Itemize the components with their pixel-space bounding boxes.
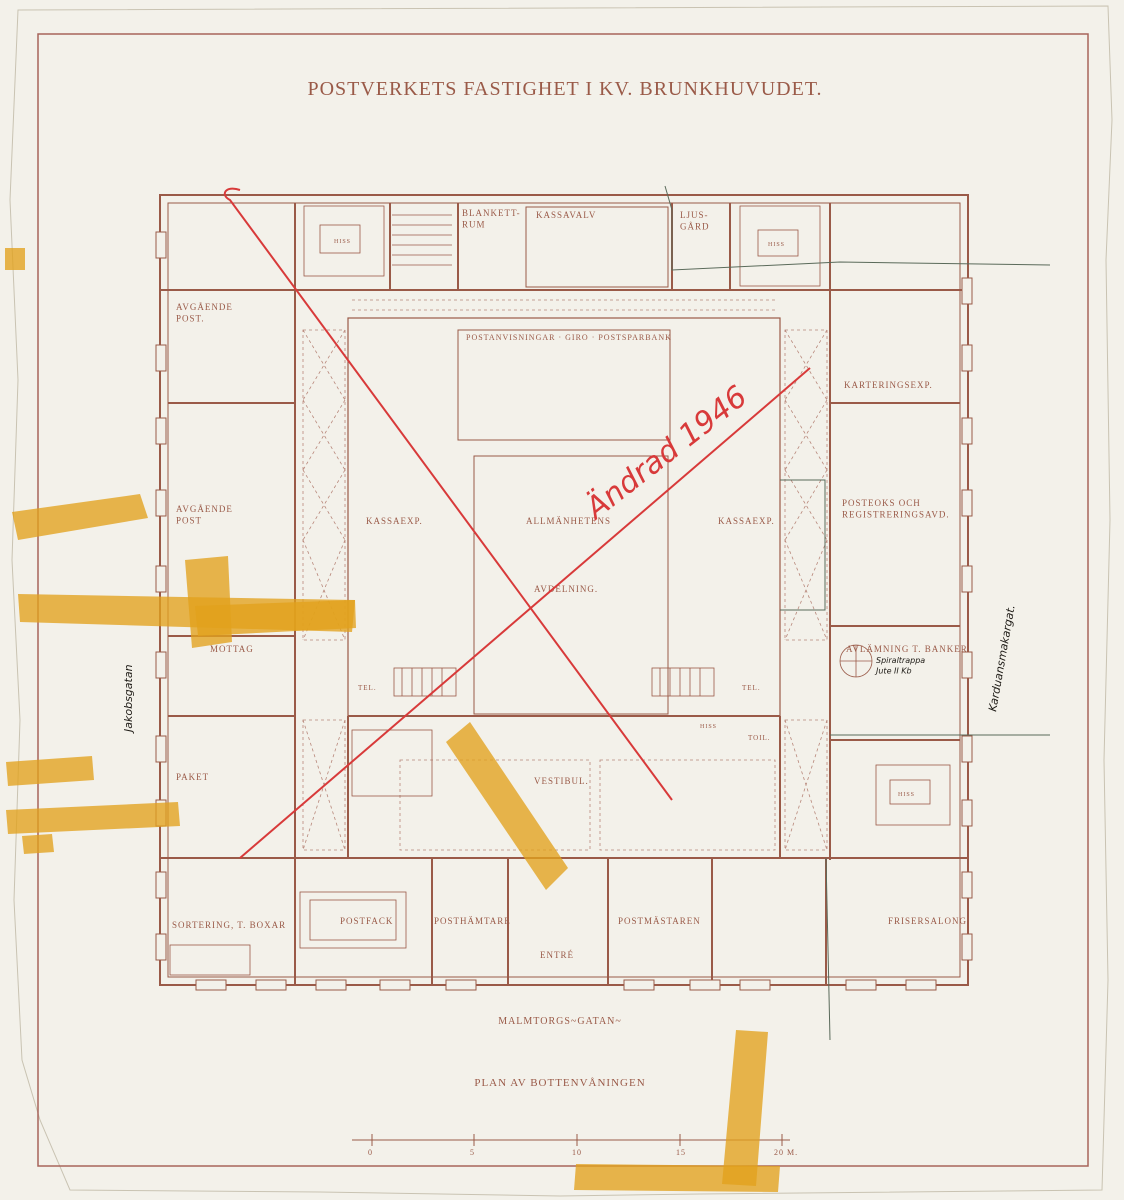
- scale-ticks: 0 5 10 15 20 M.: [368, 1148, 798, 1157]
- room-posthamtare: POSTHÄMTARE: [434, 916, 511, 926]
- room-hiss-4: HISS: [700, 724, 717, 730]
- room-allmanheten: ALLMÄNHETENS: [526, 516, 611, 526]
- sheet-title: POSTVERKETS FASTIGHET I KV. BRUNKHUVUDET…: [307, 78, 822, 100]
- room-postmastaren: POSTMÄSTAREN: [618, 916, 701, 926]
- room-vestibul: VESTIBUL.: [534, 776, 589, 786]
- room-ljusgard: LJUS-GÅRD: [680, 210, 710, 232]
- room-hiss-2: HISS: [768, 242, 785, 248]
- room-toil: TOIL.: [748, 734, 771, 742]
- paper-sheet: [9, 5, 1113, 1197]
- room-hiss-1: HISS: [334, 239, 351, 245]
- room-mottagning: MOTTAG: [210, 644, 254, 654]
- south-windows: [195, 979, 937, 991]
- room-avdelning: AVDELNING.: [534, 584, 598, 594]
- room-postanvisningar: POSTANVISNINGAR · GIRO · POSTSPARBANK: [466, 333, 672, 342]
- room-postfack: POSTFACK: [340, 916, 393, 926]
- street-south-label: MALMTORGS~GATAN~: [498, 1016, 622, 1027]
- room-kassaexp-right: KASSAEXP.: [718, 516, 775, 526]
- room-kassaexp-left: KASSAEXP.: [366, 516, 423, 526]
- room-entre: ENTRÉ: [540, 950, 574, 960]
- room-frisersalong: FRISERSALONG: [888, 916, 967, 926]
- scale-bar: [352, 1134, 790, 1146]
- room-paket: PAKET: [176, 772, 209, 782]
- scale-tick-0: 0: [368, 1148, 373, 1157]
- tape-strips: [5, 248, 780, 1192]
- room-tel-left: TEL.: [358, 684, 377, 692]
- pencil-marks: [664, 185, 1051, 1041]
- staircases: [169, 205, 951, 976]
- street-west-label: Jakobsgatan: [122, 664, 135, 734]
- room-kassavalv: KASSAVALV: [536, 210, 596, 220]
- room-tel-right: TEL.: [742, 684, 761, 692]
- scale-tick-15: 15: [676, 1148, 686, 1157]
- scale-tick-10: 10: [572, 1148, 582, 1157]
- plan-subtitle: PLAN AV BOTTENVÅNINGEN: [474, 1077, 645, 1089]
- room-sortering: SORTERING, T. BOXAR: [172, 920, 286, 930]
- room-hiss-3: HISS: [898, 792, 915, 798]
- room-karteringsexp: KARTERINGSEXP.: [844, 380, 933, 390]
- red-cancel-marks: [223, 187, 811, 859]
- east-windows: [961, 277, 973, 961]
- scale-tick-5: 5: [470, 1148, 475, 1157]
- room-blankettrum: BLANKETT-RUM: [462, 208, 521, 230]
- scale-tick-20: 20 M.: [774, 1148, 798, 1157]
- room-avlamning: AVLÄMNING T. BANKER: [846, 644, 968, 654]
